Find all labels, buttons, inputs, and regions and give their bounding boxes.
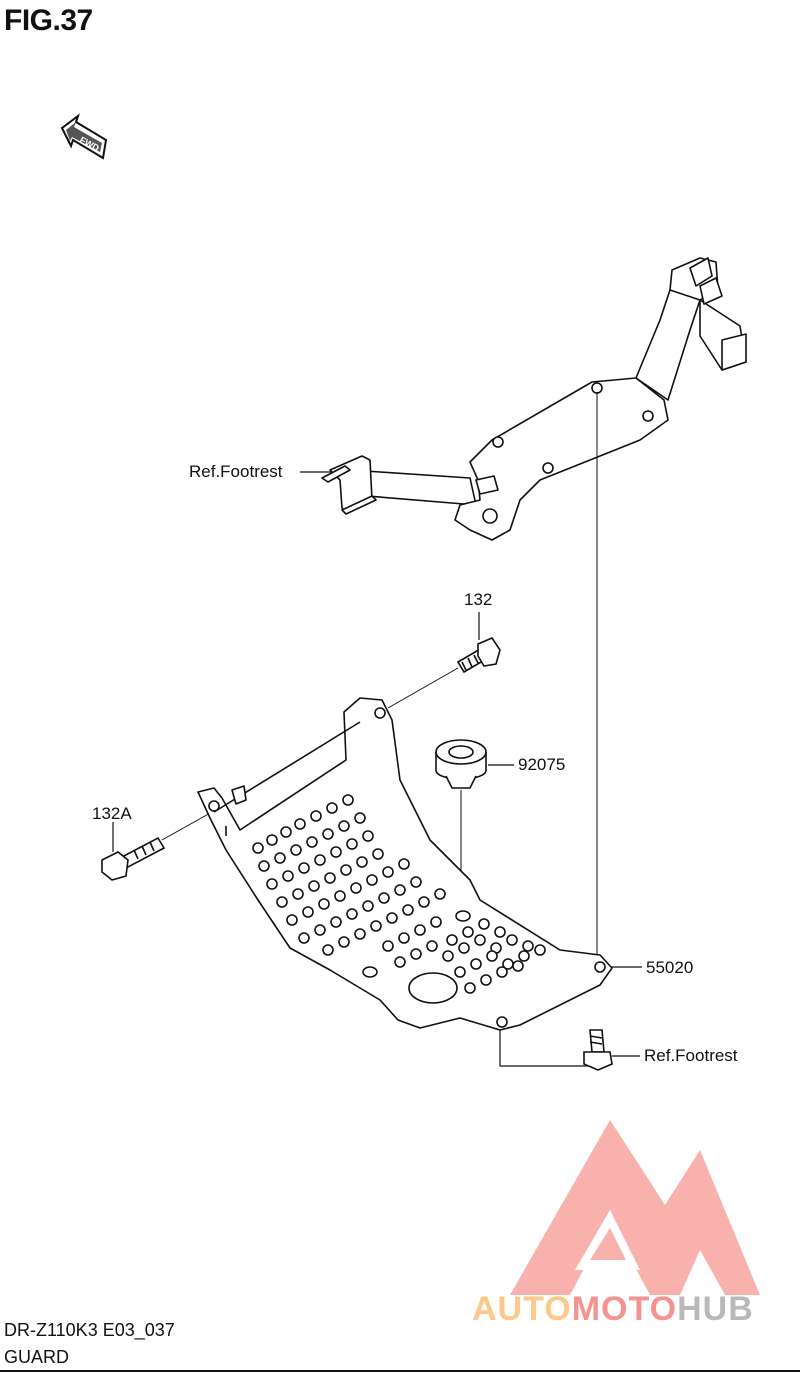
footer-model-code: DR-Z110K3 E03_037 (4, 1320, 175, 1340)
bolt-132a (101, 836, 166, 881)
part-92075-label: 92075 (518, 755, 566, 774)
ref-footrest-bottom-label: Ref.Footrest (644, 1046, 738, 1065)
part-55020-label: 55020 (646, 958, 694, 977)
figure-title: FIG.37 (4, 4, 93, 37)
footrest-bracket (321, 257, 747, 541)
cushion-92075 (435, 739, 487, 789)
automotohub-logo (510, 1120, 760, 1295)
watermark-text: AUTOMOTOHUB (472, 1290, 754, 1328)
footer-figure-name: GUARD (4, 1347, 70, 1367)
guard-perforations (252, 794, 546, 994)
ref-footrest-top-label: Ref.Footrest (189, 462, 283, 481)
fwd-arrow-icon: FWD (60, 113, 108, 160)
bottom-border (0, 1370, 800, 1372)
part-132a-label: 132A (92, 804, 132, 823)
part-132-label: 132 (464, 590, 493, 609)
bolt-132 (456, 637, 501, 674)
bolt-bottom (583, 1029, 613, 1071)
guard-55020 (197, 697, 613, 1067)
